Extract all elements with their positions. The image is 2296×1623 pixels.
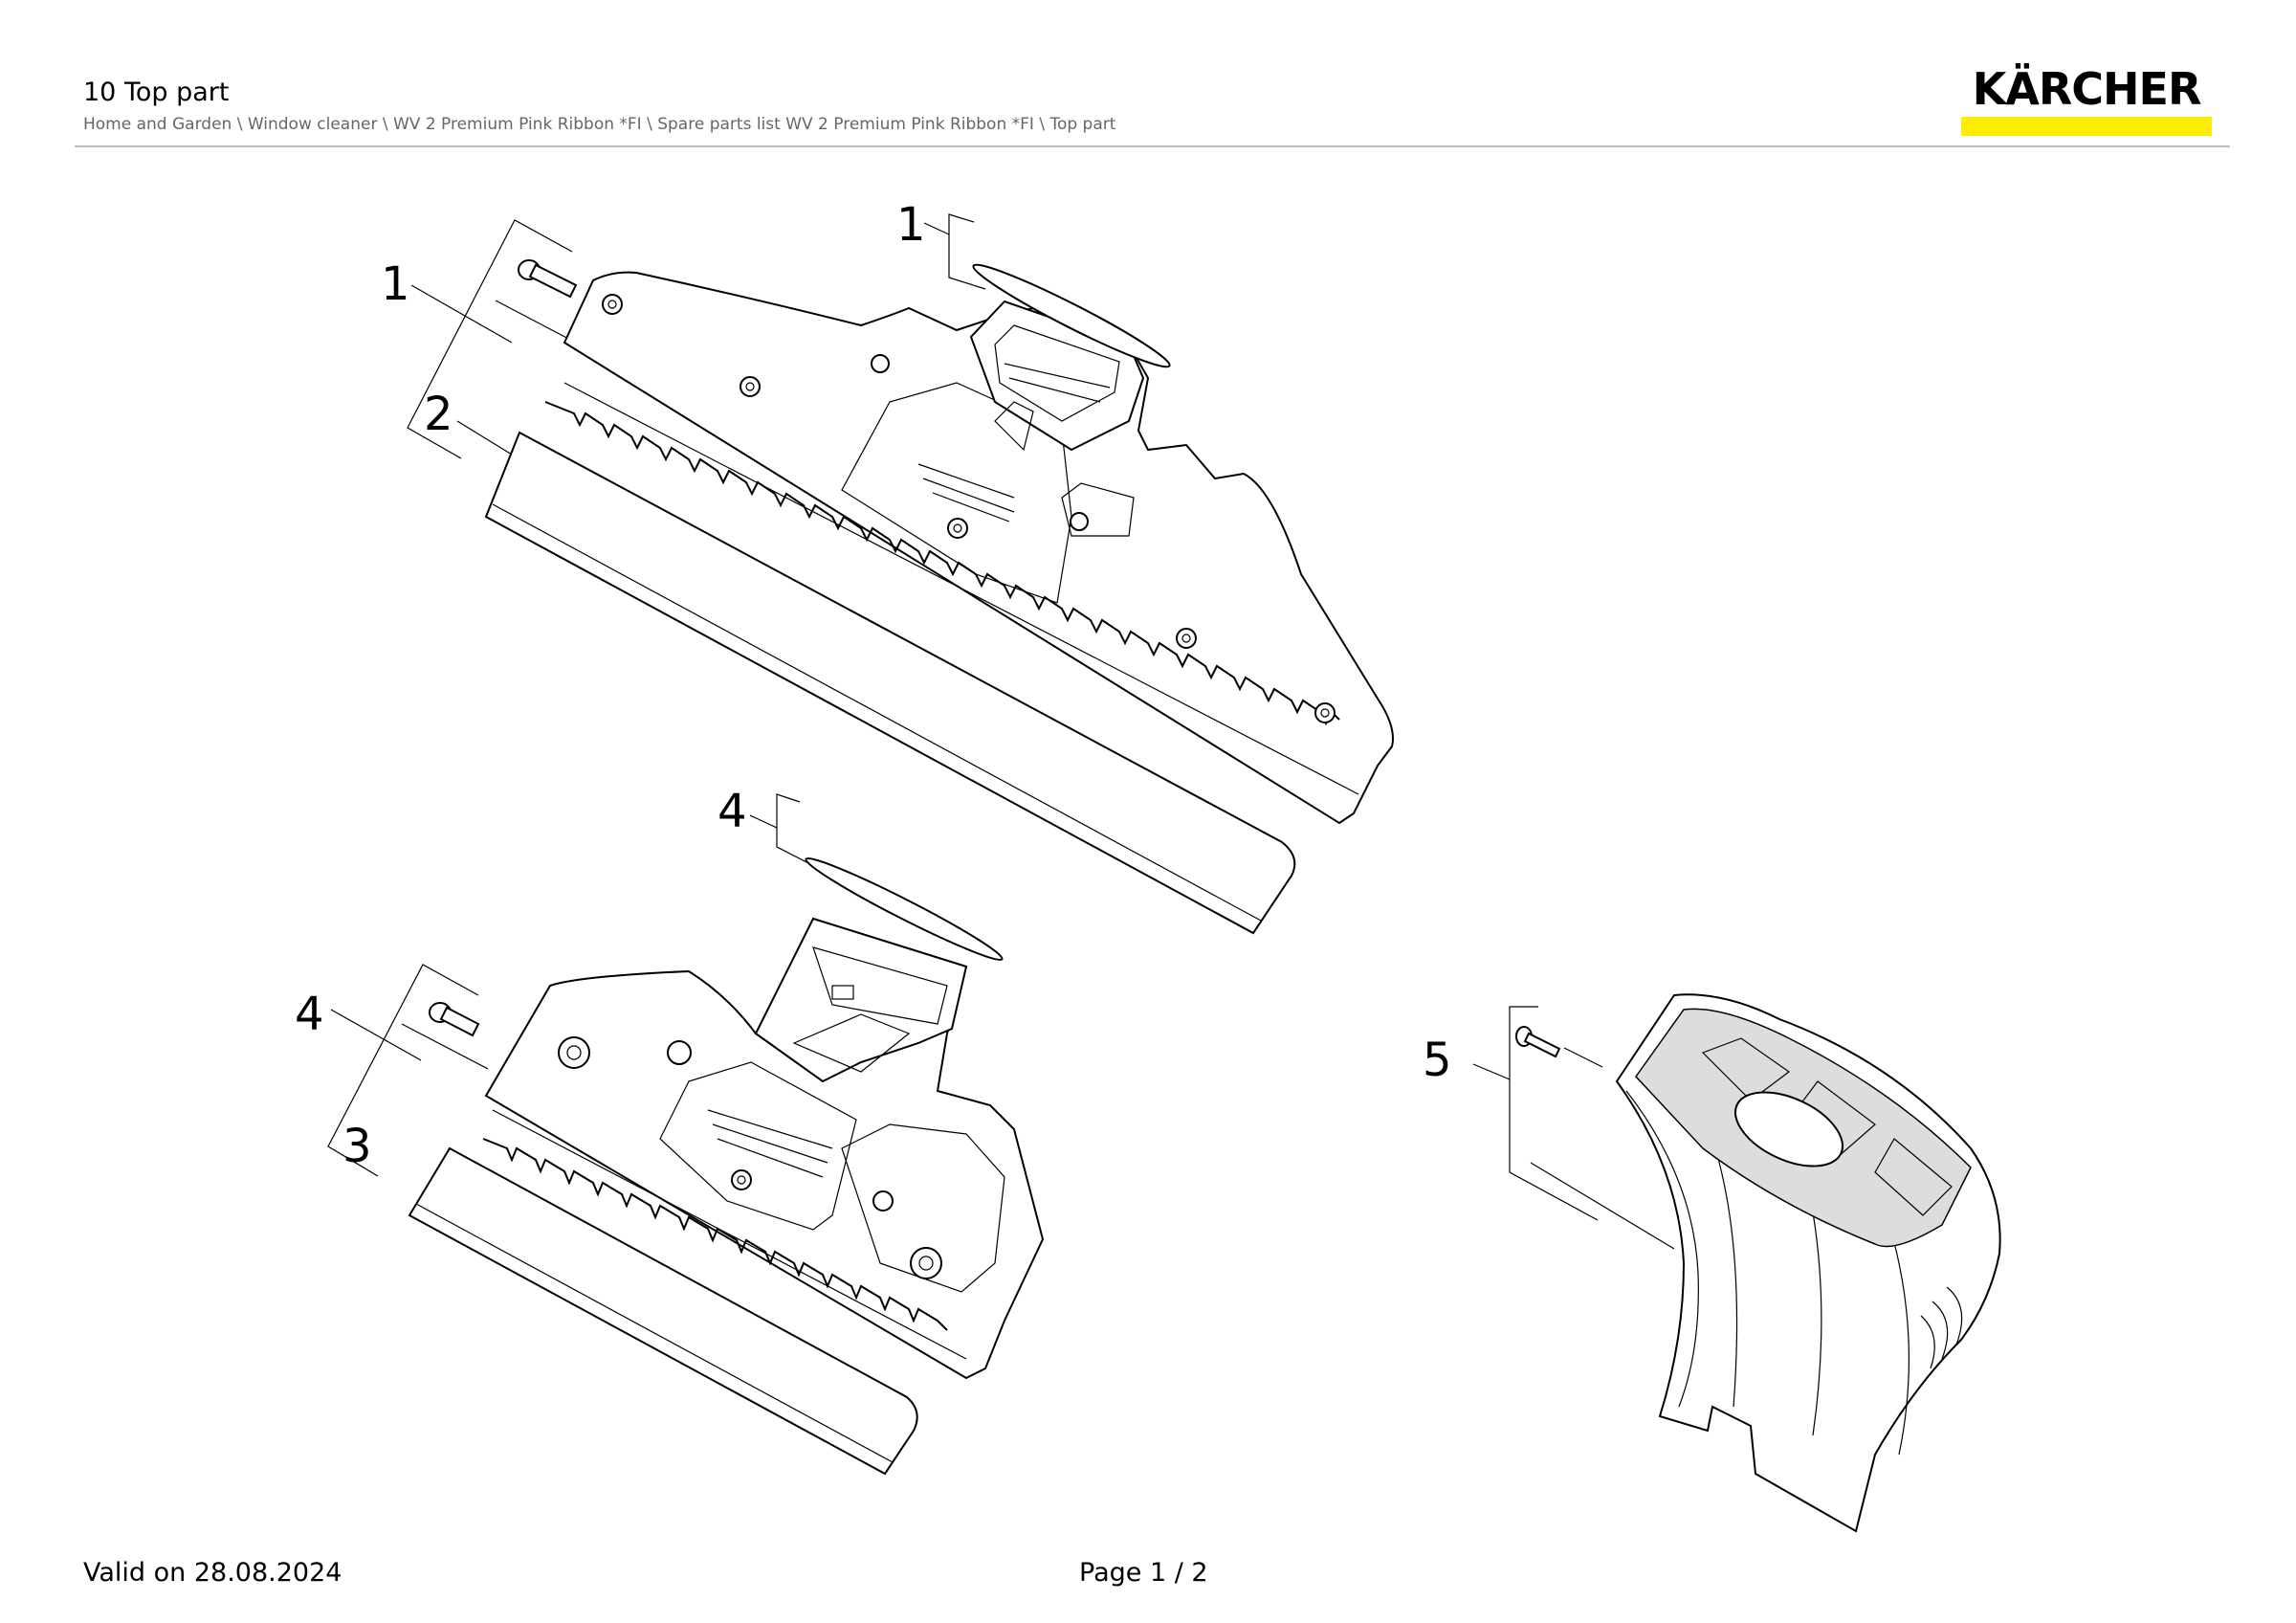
- seal-ring-part-4: [805, 857, 1004, 961]
- assembly-top-nozzle: [407, 213, 1394, 935]
- screw-part-4: [429, 1002, 480, 1037]
- page-title: 10 Top part: [83, 78, 230, 107]
- breadcrumb: Home and Garden \ Window cleaner \ WV 2 …: [83, 115, 1116, 134]
- callout-3-blade: 3: [342, 1120, 372, 1173]
- connector-neck-b: [754, 917, 968, 1083]
- seal-ring-part-1: [972, 263, 1171, 368]
- assembly-handle-part: [1472, 993, 2001, 1533]
- housing-teeth: [544, 401, 1340, 726]
- squeegee-blade-part-2: [484, 431, 1296, 935]
- karcher-logo: KÄRCHER: [1961, 67, 2212, 136]
- callout-2-blade: 2: [424, 388, 453, 441]
- callout-4-screw: 4: [295, 988, 324, 1041]
- callout-4-seal: 4: [718, 785, 747, 838]
- callout-1-screw: 1: [381, 257, 410, 311]
- screw-part-5: [1515, 1026, 1561, 1058]
- header-divider: [75, 145, 2230, 147]
- page-number: Page 1 / 2: [1079, 1558, 1208, 1588]
- housing-top-part-1: [563, 271, 1394, 825]
- logo-yellow-bar: [1961, 117, 2212, 136]
- callout-1-seal: 1: [896, 198, 926, 252]
- housing-b-teeth: [482, 1138, 948, 1331]
- valid-date: Valid on 28.08.2024: [83, 1558, 342, 1588]
- squeegee-blade-part-3: [408, 1146, 918, 1476]
- logo-wordmark: KÄRCHER: [1972, 63, 2202, 115]
- assembly-bottom-nozzle: [327, 793, 1045, 1476]
- callout-5-screw: 5: [1423, 1034, 1452, 1087]
- screw-part-1: [518, 259, 578, 299]
